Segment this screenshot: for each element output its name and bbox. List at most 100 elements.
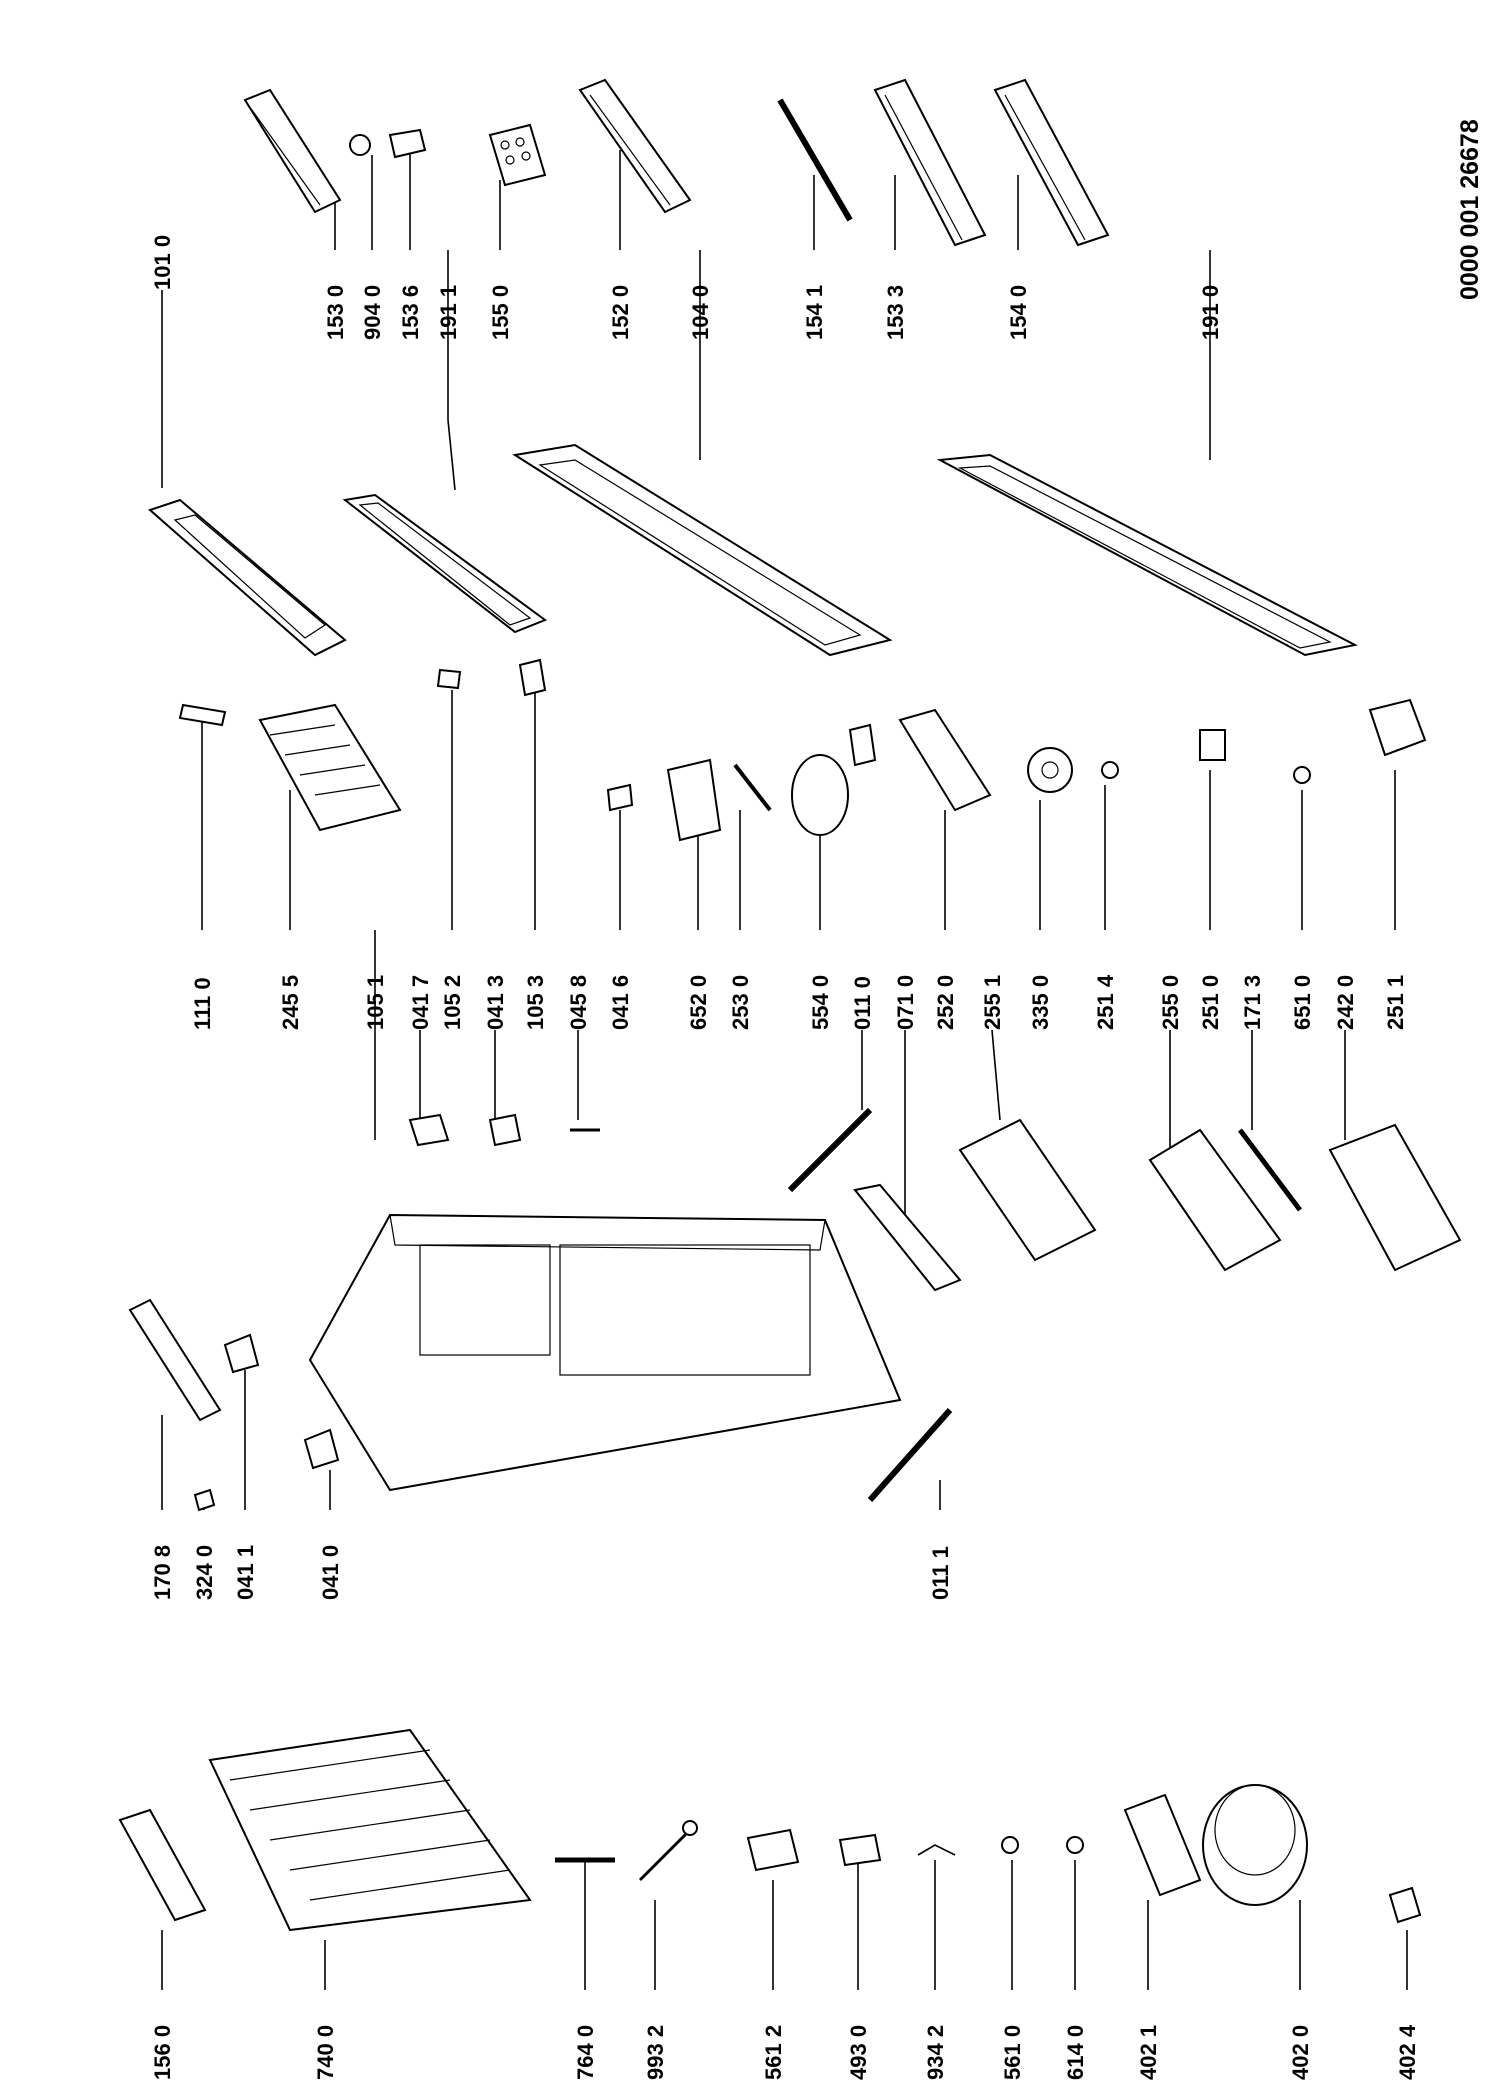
part-561-2 [746, 1828, 800, 1872]
part-011-1-rail [867, 1408, 953, 1502]
svg-text:402 4: 402 4 [1395, 2024, 1420, 2080]
svg-text:324 0: 324 0 [192, 1545, 217, 1600]
callout-045-8: 045 8 [566, 975, 591, 1120]
callout-011-0: 011 0 [850, 976, 875, 1110]
callout-652-0: 652 0 [686, 830, 711, 1030]
callout-104-0: 104 0 [688, 250, 713, 460]
part-993-2 [638, 1820, 698, 1882]
svg-text:105 1: 105 1 [363, 975, 388, 1030]
callout-154-0: 154 0 [1006, 175, 1031, 340]
part-251-0 [1199, 729, 1226, 761]
callout-011-1: 011 1 [928, 1480, 953, 1600]
part-041-0 [303, 1428, 340, 1470]
callout-651-0: 651 0 [1290, 790, 1315, 1030]
part-253-0 [733, 763, 772, 812]
callout-402-1: 402 1 [1136, 1900, 1161, 2080]
svg-text:614 0: 614 0 [1063, 2025, 1088, 2080]
part-255-0-glass-shelf [1148, 1128, 1282, 1272]
svg-text:153 3: 153 3 [883, 285, 908, 340]
callout-242-0: 242 0 [1333, 975, 1358, 1140]
callout-153-0: 153 0 [323, 200, 348, 340]
svg-text:154 1: 154 1 [802, 285, 827, 340]
svg-text:561 0: 561 0 [1000, 2025, 1025, 2080]
part-155-0-egg-tray [488, 123, 547, 187]
svg-text:402 0: 402 0 [1288, 2025, 1313, 2080]
callout-402-0: 402 0 [1288, 1900, 1313, 2080]
svg-text:493 0: 493 0 [846, 2025, 871, 2080]
part-740-0-evaporator [208, 1728, 532, 1932]
part-152-0-door-shelf [578, 78, 692, 214]
part-651-0 [1293, 766, 1311, 784]
callout-402-4: 402 4 [1395, 1930, 1420, 2080]
part-402-0-compressor [1202, 1784, 1308, 1906]
callout-111-0: 111 0 [190, 720, 215, 1030]
part-191-0-gasket [936, 453, 1358, 657]
svg-text:105 2: 105 2 [440, 975, 465, 1030]
svg-text:011 1: 011 1 [928, 1546, 953, 1600]
svg-text:934 2: 934 2 [923, 2025, 948, 2080]
part-041-1 [223, 1333, 260, 1374]
part-561-0 [1001, 1836, 1019, 1854]
part-154-0-door-shelf [993, 78, 1110, 247]
callout-904-0: 904 0 [360, 155, 385, 340]
svg-text:191 0: 191 0 [1198, 285, 1223, 340]
callout-154-1: 154 1 [802, 175, 827, 340]
callout-105-2: 105 2 [440, 690, 465, 1030]
part-402-1 [1123, 1793, 1202, 1897]
part-105-2 [436, 668, 462, 690]
svg-text:153 0: 153 0 [323, 285, 348, 340]
callout-105-1: 105 1 [363, 930, 388, 1140]
svg-text:764 0: 764 0 [573, 2025, 598, 2080]
part-154-1-rail [777, 98, 853, 222]
callout-934-2: 934 2 [923, 1860, 948, 2080]
svg-text:242 0: 242 0 [1333, 975, 1358, 1030]
svg-text:071 0: 071 0 [893, 975, 918, 1030]
callout-041-6: 041 6 [608, 810, 633, 1030]
svg-text:561 2: 561 2 [761, 2025, 786, 2080]
svg-text:041 1: 041 1 [233, 1545, 258, 1600]
svg-text:105 3: 105 3 [523, 975, 548, 1030]
svg-text:041 6: 041 6 [608, 975, 633, 1030]
callout-041-7: 041 7 [408, 975, 433, 1120]
part-652-0 [666, 758, 722, 842]
svg-text:155 0: 155 0 [488, 285, 513, 340]
callout-071-0: 071 0 [893, 975, 918, 1230]
part-171-3 [1238, 1128, 1302, 1212]
callout-993-2: 993 2 [643, 1900, 668, 2080]
svg-text:170 8: 170 8 [150, 1545, 175, 1600]
svg-text:045 8: 045 8 [566, 975, 591, 1030]
part-252-0-thermostat-housing [898, 708, 992, 812]
callout-155-0: 155 0 [488, 180, 513, 340]
callout-255-0: 255 0 [1158, 975, 1183, 1150]
callout-170-8: 170 8 [150, 1415, 175, 1600]
svg-text:156 0: 156 0 [150, 2025, 175, 2080]
callout-041-1: 041 1 [233, 1370, 258, 1600]
callout-153-3: 153 3 [883, 175, 908, 340]
part-071-0 [853, 1183, 962, 1292]
callout-041-3: 041 3 [483, 975, 508, 1120]
part-934-2 [917, 1844, 956, 1856]
part-324-0 [193, 1488, 216, 1512]
svg-text:251 4: 251 4 [1093, 974, 1118, 1030]
callout-335-0: 335 0 [1028, 800, 1053, 1030]
part-105-3 [518, 658, 547, 697]
part-104-0-fridge-door [512, 443, 893, 657]
part-153-6 [388, 128, 427, 159]
part-041-7 [408, 1113, 450, 1147]
svg-text:153 6: 153 6 [398, 285, 423, 340]
part-904-0 [349, 134, 371, 156]
callout-191-0: 191 0 [1198, 250, 1223, 460]
part-255-1-shelf [958, 1118, 1097, 1262]
svg-text:041 3: 041 3 [483, 975, 508, 1030]
part-170-8 [128, 1298, 222, 1422]
part-041-6 [606, 783, 634, 812]
svg-text:335 0: 335 0 [1028, 975, 1053, 1030]
svg-text:402 1: 402 1 [1136, 2025, 1161, 2080]
part-191-1-gasket [342, 493, 548, 634]
svg-text:554 0: 554 0 [808, 975, 833, 1030]
part-153-3-door-shelf [873, 78, 987, 247]
callout-740-0: 740 0 [313, 1940, 338, 2080]
part-153-0-bottle-shelf [243, 88, 342, 214]
part-011-0-rail [787, 1107, 873, 1193]
